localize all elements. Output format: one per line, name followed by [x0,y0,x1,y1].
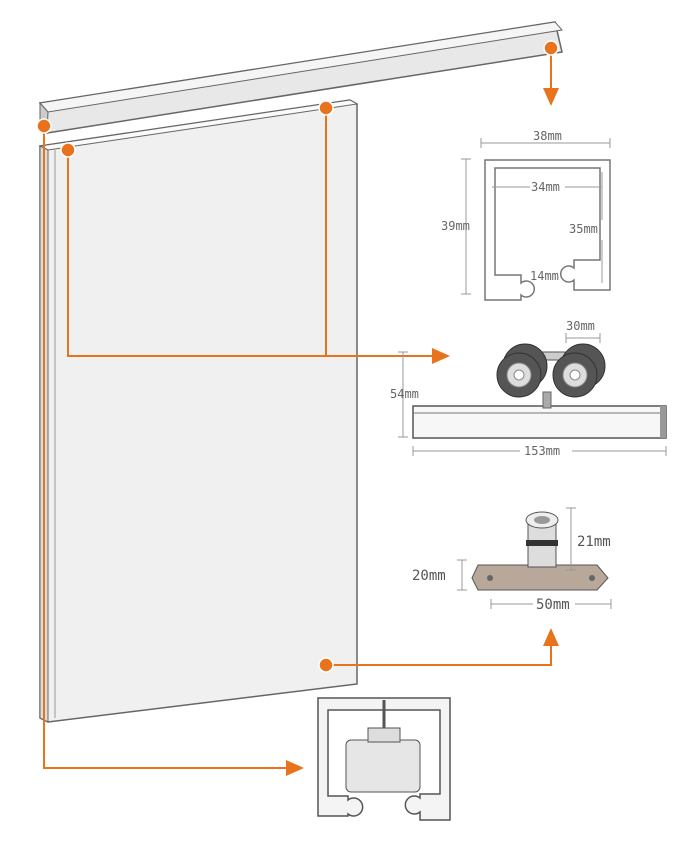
track-inner-width-label: 34mm [531,180,560,194]
guide-plate-height-label: 20mm [412,568,446,584]
callout-lines [43,48,559,776]
track-height-label: 39mm [441,219,470,233]
door-panel [38,99,359,723]
track-slot-label: 14mm [530,269,559,283]
roller-height-label: 54mm [390,387,419,401]
wheel-spacing-label: 30mm [566,319,595,333]
track-width-label: 38mm [533,129,562,143]
roller-length-label: 153mm [524,444,560,458]
track-inner-height-label: 35mm [569,222,598,236]
guide-height-label: 21mm [577,534,611,550]
floor-guide [457,507,612,609]
callout-dots [36,40,559,673]
track-profile [461,138,611,301]
guide-width-label: 50mm [536,597,570,613]
roller-assembly [398,333,667,456]
bottom-track-profile [317,697,451,821]
